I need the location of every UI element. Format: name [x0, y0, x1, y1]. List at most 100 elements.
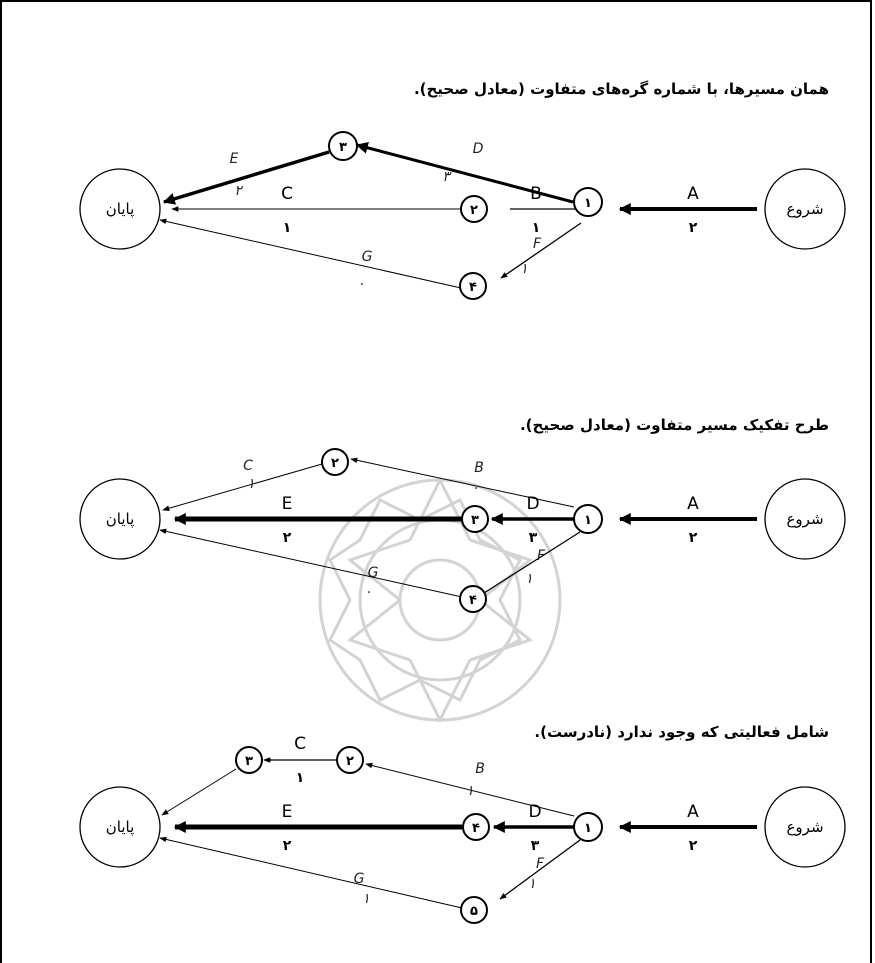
- d2-duration-a: ۲: [689, 530, 698, 546]
- d1-duration-b: ۱: [532, 220, 541, 236]
- d1-label-g: G: [362, 249, 373, 265]
- d3-duration-d: ۳: [531, 838, 540, 854]
- d3-duration-c: ۱: [296, 770, 305, 786]
- d1-end-node: [79, 168, 161, 250]
- d2-node-3-label: ۳: [471, 513, 479, 528]
- d2-node-2: [321, 448, 349, 476]
- d2-duration-b: ۰: [471, 480, 479, 496]
- d2-label-f: F: [537, 548, 546, 564]
- d3-node-3-label: ۳: [245, 754, 253, 769]
- d3-duration-b: ۱: [466, 783, 474, 799]
- d3-end-label: پایان: [106, 818, 135, 837]
- d1-duration-f: ۱: [520, 261, 528, 277]
- d3-label-b: B: [475, 761, 485, 777]
- d3-start-label: شروع: [786, 818, 823, 836]
- caption-diagram-2: طرح تفکیک مسیر متفاوت (معادل صحیح).: [519, 416, 829, 434]
- d2-end-label: پایان: [106, 510, 135, 529]
- d3-node-4: [462, 813, 490, 841]
- d1-label-e: E: [230, 151, 239, 167]
- d1-edge-g: [159, 218, 462, 289]
- d1-node-3: [328, 131, 358, 161]
- d2-node-2-label: ۲: [331, 456, 339, 471]
- d3-label-f: F: [536, 856, 545, 872]
- d3-end-node: [79, 786, 161, 868]
- d1-edge-e: [162, 150, 330, 205]
- d2-start-node: [764, 478, 846, 560]
- caption-diagram-1: همان مسیرها، با شماره گره‌های متفاوت (مع…: [413, 80, 829, 98]
- watermark-rosette: [318, 476, 562, 724]
- d3-duration-f: ۱: [528, 876, 536, 892]
- d2-end-node: [79, 478, 161, 560]
- d2-duration-e: ۲: [283, 530, 292, 546]
- d2-start-label: شروع: [786, 510, 823, 528]
- d1-duration-c: ۱: [283, 220, 292, 236]
- d3-start-node: [764, 786, 846, 868]
- d3-node-2-label: ۲: [346, 754, 354, 769]
- d3-duration-g: ۱: [362, 891, 370, 907]
- d2-node-4: [459, 585, 487, 613]
- d1-duration-a: ۲: [689, 220, 698, 236]
- d3-node-1-label: ۱: [584, 821, 592, 836]
- d1-duration-d: ۳: [442, 169, 452, 185]
- d1-label-c: C: [281, 184, 293, 204]
- d2-label-c: C: [243, 458, 253, 474]
- d2-node-4-label: ۴: [469, 593, 477, 608]
- d1-node-1: [573, 187, 603, 217]
- d2-node-1: [573, 504, 603, 534]
- d2-label-e: E: [282, 494, 293, 514]
- d3-duration-a: ۲: [689, 838, 698, 854]
- d2-duration-g: ۰: [364, 584, 372, 600]
- d3-node-5-label: ۵: [470, 904, 478, 919]
- d2-node-1-label: ۱: [584, 513, 592, 528]
- d3-label-e: E: [282, 802, 293, 822]
- d1-label-d: D: [473, 141, 484, 157]
- d1-label-b: B: [530, 184, 542, 204]
- d2-duration-f: ۱: [525, 571, 533, 587]
- diagram-2: شروع پایان ۱ ۲ ۳ ۴ A ۲ B ۰ D ۳ C ۱ E ۲ F…: [79, 448, 846, 613]
- d3-node-4-label: ۴: [472, 821, 480, 836]
- d3-label-a: A: [687, 802, 699, 822]
- d2-label-b: B: [474, 460, 484, 476]
- d1-start-node: [764, 168, 846, 250]
- d3-label-d: D: [528, 802, 541, 822]
- d1-duration-g: ۰: [357, 276, 365, 292]
- d2-duration-c: ۱: [247, 476, 255, 492]
- d3-edge-b: [365, 762, 575, 817]
- d3-label-g: G: [354, 871, 365, 887]
- d1-edge-f: [500, 222, 582, 279]
- d2-label-g: G: [368, 565, 379, 581]
- d2-label-d: D: [526, 494, 539, 514]
- d2-edge-b: [350, 457, 575, 508]
- d2-edge-f: [483, 531, 581, 594]
- d1-edge-d: [355, 141, 574, 204]
- d3-node-5: [460, 896, 488, 924]
- d1-node-2: [460, 195, 488, 223]
- d3-edge-x: [161, 768, 237, 816]
- d1-end-label: پایان: [106, 200, 135, 219]
- d1-start-label: شروع: [786, 200, 823, 218]
- d2-duration-d: ۳: [529, 530, 538, 546]
- diagram-1: شروع پایان ۱ ۲ ۳ ۴ A ۲ D ۳ B ۱ C ۱ E ۲ F…: [79, 131, 846, 300]
- d1-node-2-label: ۲: [470, 203, 478, 218]
- d1-duration-e: ۲: [234, 183, 244, 199]
- d2-label-a: A: [687, 494, 699, 514]
- d1-node-1-label: ۱: [584, 196, 592, 211]
- d3-edge-f: [499, 839, 581, 900]
- diagram-3: شروع پایان ۱ ۲ ۳ ۴ ۵ A ۲ B ۱ D ۳ C ۱ E ۲…: [79, 734, 846, 924]
- d3-label-c: C: [294, 734, 306, 754]
- d1-node-3-label: ۳: [339, 140, 347, 155]
- caption-diagram-3: شامل فعالیتی که وجود ندارد (نادرست).: [534, 723, 829, 741]
- d1-label-a: A: [687, 184, 699, 204]
- d2-node-3: [461, 505, 489, 533]
- d3-edge-g: [159, 836, 463, 909]
- d2-edge-g: [159, 528, 463, 598]
- d1-node-4-label: ۴: [469, 280, 477, 295]
- d3-duration-e: ۲: [283, 838, 292, 854]
- d1-label-f: F: [533, 236, 542, 252]
- d3-node-3: [235, 746, 263, 774]
- d3-node-2: [336, 746, 364, 774]
- d1-node-4: [459, 272, 487, 300]
- d2-edge-c: [162, 463, 323, 511]
